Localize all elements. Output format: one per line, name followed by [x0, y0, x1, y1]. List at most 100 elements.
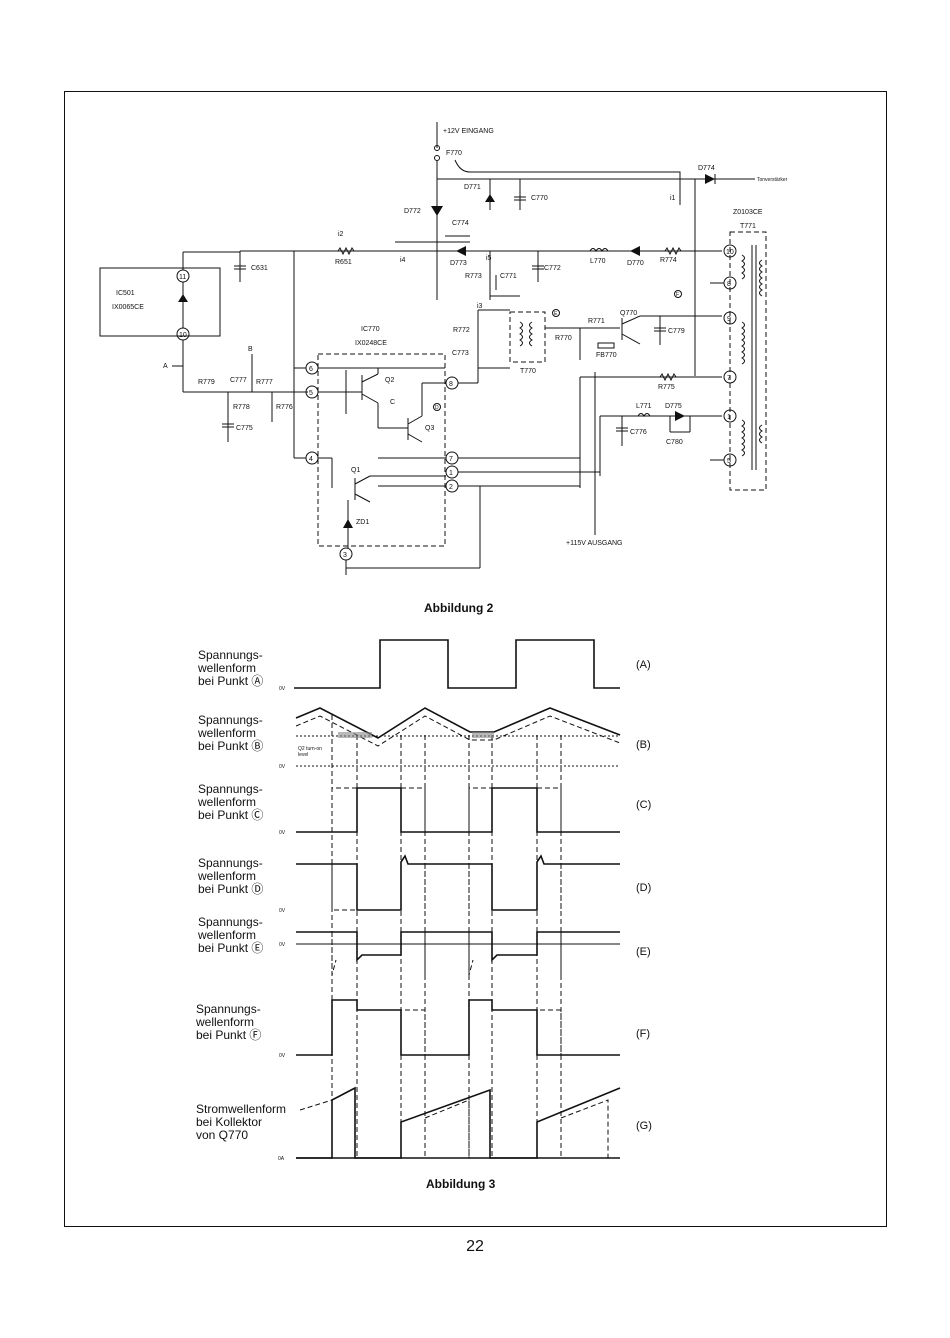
svg-text:4: 4	[309, 456, 313, 463]
r778-label: R778	[233, 404, 250, 411]
svg-text:7: 7	[449, 456, 453, 463]
fb770-label: FB770	[596, 352, 617, 359]
r771-label: R771	[588, 318, 605, 325]
l771-label: L771	[636, 403, 652, 410]
ix0065ce-label: IX0065CE	[112, 304, 144, 311]
svg-text:Spannungs-: Spannungs-	[198, 648, 263, 662]
waveform-label-d: Spannungs- wellenform bei Punkt Ⓓ 0V (D)	[197, 856, 651, 914]
waveform-e	[296, 931, 620, 962]
page-number: 22	[466, 1238, 484, 1255]
svg-text:wellenform: wellenform	[195, 1015, 254, 1029]
zd1-label: ZD1	[356, 519, 369, 526]
ic501-label: IC501	[116, 290, 135, 297]
d771-label: D771	[464, 184, 481, 191]
q2-label: Q2	[385, 377, 394, 384]
svg-text:8: 8	[727, 281, 731, 288]
output-label: +115V AUSGANG	[566, 540, 622, 547]
q3-label: Q3	[425, 425, 434, 432]
svg-text:(F): (F)	[636, 1028, 650, 1040]
waveform-c	[296, 787, 620, 833]
point-e-label: E	[554, 311, 558, 317]
svg-text:wellenform: wellenform	[197, 795, 256, 809]
svg-text:9: 9	[727, 316, 731, 323]
r773-label: R773	[465, 273, 482, 280]
svg-text:10: 10	[179, 332, 187, 339]
svg-text:bei Punkt Ⓕ: bei Punkt Ⓕ	[196, 1028, 261, 1042]
c631-label: C631	[251, 265, 268, 272]
c776-label: C776	[630, 429, 647, 436]
t771-label: T771	[740, 223, 756, 230]
q2-turn-on-note-1: Q2 turn-on	[298, 746, 322, 752]
i1-label: i1	[670, 195, 676, 202]
svg-text:0V: 0V	[279, 686, 286, 692]
tonverstaerker-label: Tonverstärker	[757, 177, 788, 183]
waveform-f	[296, 999, 620, 1056]
r651-label: R651	[335, 259, 352, 266]
svg-text:(A): (A)	[636, 659, 651, 671]
point-c-label: C	[390, 399, 395, 406]
c771-label: C771	[500, 273, 517, 280]
r779-label: R779	[198, 379, 215, 386]
c779-label: C779	[668, 328, 685, 335]
svg-text:0V: 0V	[279, 1053, 286, 1059]
svg-text:wellenform: wellenform	[197, 726, 256, 740]
svg-text:bei Punkt Ⓒ: bei Punkt Ⓒ	[198, 808, 263, 822]
svg-text:Stromwellenform: Stromwellenform	[196, 1102, 286, 1116]
waveform-label-c: Spannungs- wellenform bei Punkt Ⓒ 0V (C)	[197, 782, 651, 836]
svg-text:0V: 0V	[279, 764, 286, 770]
svg-text:wellenform: wellenform	[197, 869, 256, 883]
svg-text:(G): (G)	[636, 1120, 652, 1132]
svg-text:(D): (D)	[636, 882, 651, 894]
i2-label: i2	[338, 231, 344, 238]
svg-text:Spannungs-: Spannungs-	[198, 856, 263, 870]
waveform-a	[294, 639, 620, 689]
f770-label: F770	[446, 150, 462, 157]
q770-label: Q770	[620, 310, 637, 317]
waveform-b	[295, 707, 621, 739]
svg-text:bei Punkt Ⓐ: bei Punkt Ⓐ	[198, 674, 263, 688]
svg-text:5: 5	[309, 390, 313, 397]
d775-label: D775	[665, 403, 682, 410]
c780-label: C780	[666, 439, 683, 446]
r774-label: R774	[660, 257, 677, 264]
svg-text:Spannungs-: Spannungs-	[198, 915, 263, 929]
waveforms: Q2 turn-on level Spannungs-	[195, 639, 652, 1191]
d770-label: D770	[627, 260, 644, 267]
figure3-caption: Abbildung 3	[426, 1177, 496, 1191]
svg-text:(B): (B)	[636, 739, 651, 751]
d773-label: D773	[450, 260, 467, 267]
point-a-label: A	[163, 363, 168, 370]
schematic: +12V EINGANG F770 D774 Tonverstärker i1 …	[99, 122, 788, 615]
c773-label: C773	[452, 350, 469, 357]
d774-label: D774	[698, 165, 715, 172]
svg-text:7: 7	[727, 375, 731, 382]
r772-label: R772	[453, 327, 470, 334]
svg-text:3: 3	[343, 552, 347, 559]
svg-text:0V: 0V	[279, 830, 286, 836]
c777-label: C777	[230, 377, 247, 384]
waveform-label-b: Spannungs- wellenform bei Punkt Ⓑ 0V (B)	[197, 713, 651, 770]
svg-text:0V: 0V	[279, 908, 286, 914]
d772-label: D772	[404, 208, 421, 215]
svg-text:5: 5	[727, 458, 731, 465]
l770-label: L770	[590, 258, 606, 265]
svg-text:1: 1	[449, 470, 453, 477]
figure-frame	[64, 91, 887, 1227]
point-b-label: B	[248, 346, 253, 353]
svg-text:0V: 0V	[279, 942, 286, 948]
svg-text:6: 6	[309, 366, 313, 373]
svg-text:bei Punkt Ⓑ: bei Punkt Ⓑ	[198, 739, 263, 753]
svg-text:2: 2	[449, 484, 453, 491]
waveform-d	[296, 854, 620, 911]
svg-text:von Q770: von Q770	[196, 1128, 248, 1142]
svg-text:(E): (E)	[636, 946, 651, 958]
svg-text:10: 10	[726, 249, 734, 256]
point-f-label: F	[676, 292, 679, 298]
svg-text:0A: 0A	[278, 1156, 285, 1162]
waveform-label-a: Spannungs- wellenform bei Punkt Ⓐ 0V (A)	[197, 648, 651, 692]
r770-label: R770	[555, 335, 572, 342]
c772-label: C772	[544, 265, 561, 272]
svg-text:bei Punkt Ⓔ: bei Punkt Ⓔ	[198, 941, 263, 955]
svg-text:wellenform: wellenform	[197, 928, 256, 942]
q2-turn-on-note-2: level	[298, 752, 308, 758]
